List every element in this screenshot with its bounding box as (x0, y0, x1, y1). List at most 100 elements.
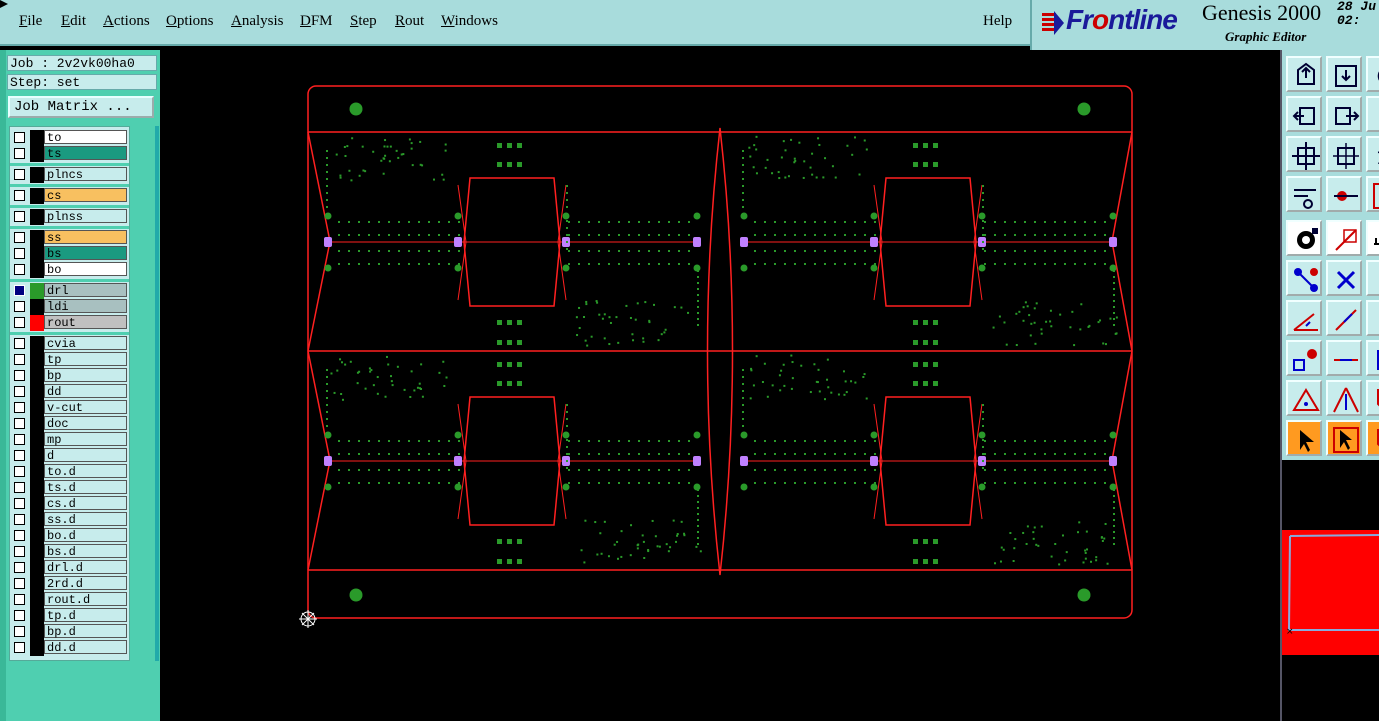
layer-name[interactable]: dd.d (44, 640, 127, 655)
layer-checkbox[interactable] (14, 232, 25, 243)
layer-checkbox[interactable] (14, 450, 25, 461)
layer-row-plnss[interactable]: plnss (10, 209, 129, 225)
edit-shape-button[interactable] (1326, 220, 1362, 256)
layer-name[interactable]: rout.d (44, 592, 127, 607)
layer-name[interactable]: drl.d (44, 560, 127, 575)
layer-name[interactable]: ts (44, 146, 127, 161)
layer-color-swatch[interactable] (30, 209, 44, 225)
layer-row-drl[interactable]: drl (10, 283, 129, 299)
shape-button[interactable] (1366, 420, 1379, 456)
pan-left-button[interactable] (1286, 96, 1322, 132)
layer-color-swatch[interactable] (30, 528, 44, 544)
layer-row-rout.d[interactable]: rout.d (10, 592, 129, 608)
layer-row-cs.d[interactable]: cs.d (10, 496, 129, 512)
layer-name[interactable]: tp.d (44, 608, 127, 623)
menu-analysis[interactable]: Analysis (231, 13, 284, 29)
layer-name[interactable]: bs.d (44, 544, 127, 559)
layer-row-drl.d[interactable]: drl.d (10, 560, 129, 576)
menu-step[interactable]: Step (350, 13, 377, 29)
route-button[interactable] (1366, 176, 1379, 212)
layer-checkbox[interactable] (14, 482, 25, 493)
layer-name[interactable]: bp (44, 368, 127, 383)
layer-name[interactable]: plnss (44, 209, 127, 224)
layer-name[interactable]: bo.d (44, 528, 127, 543)
layer-row-bp[interactable]: bp (10, 368, 129, 384)
layer-row-doc[interactable]: doc (10, 416, 129, 432)
layer-row-bo[interactable]: bo (10, 262, 129, 278)
layer-row-v-cut[interactable]: v-cut (10, 400, 129, 416)
layer-color-swatch[interactable] (30, 400, 44, 416)
pad-add-button[interactable] (1286, 340, 1322, 376)
layer-row-ldi[interactable]: ldi (10, 299, 129, 315)
layer-row-d[interactable]: d (10, 448, 129, 464)
layer-checkbox[interactable] (14, 466, 25, 477)
layer-checkbox[interactable] (14, 594, 25, 605)
layer-checkbox[interactable] (14, 434, 25, 445)
menu-actions[interactable]: Actions (103, 13, 150, 29)
layer-name[interactable]: ss.d (44, 512, 127, 527)
layer-color-swatch[interactable] (30, 230, 44, 246)
menu-rout[interactable]: Rout (395, 13, 425, 29)
layer-name[interactable]: cs (44, 188, 127, 203)
undo-button[interactable] (1366, 56, 1379, 92)
layer-checkbox[interactable] (14, 169, 25, 180)
comb-button[interactable] (1366, 220, 1379, 256)
layer-checkbox[interactable] (14, 642, 25, 653)
layer-name[interactable]: ldi (44, 299, 127, 314)
layer-name[interactable]: doc (44, 416, 127, 431)
layer-checkbox[interactable] (14, 190, 25, 201)
line-angle-button[interactable] (1286, 300, 1322, 336)
layer-row-tp[interactable]: tp (10, 352, 129, 368)
layer-row-rout[interactable]: rout (10, 315, 129, 331)
layer-checkbox[interactable] (14, 370, 25, 381)
layer-checkbox[interactable] (14, 610, 25, 621)
menu-options[interactable]: Options (166, 13, 214, 29)
layer-checkbox[interactable] (14, 132, 25, 143)
line-horizontal-button[interactable] (1326, 340, 1362, 376)
select-pad-button[interactable] (1286, 220, 1322, 256)
layer-row-mp[interactable]: mp (10, 432, 129, 448)
layer-name[interactable]: cs.d (44, 496, 127, 511)
layer-color-swatch[interactable] (30, 352, 44, 368)
layer-color-swatch[interactable] (30, 167, 44, 183)
pan-right-button[interactable] (1326, 96, 1362, 132)
layer-color-swatch[interactable] (30, 146, 44, 162)
menu-edit[interactable]: Edit (61, 13, 87, 29)
layer-name[interactable]: to.d (44, 464, 127, 479)
layer-checkbox[interactable] (14, 514, 25, 525)
peak-button[interactable] (1326, 380, 1362, 416)
layer-checkbox[interactable] (14, 148, 25, 159)
layer-color-swatch[interactable] (30, 512, 44, 528)
layer-color-swatch[interactable] (30, 384, 44, 400)
layer-row-dd[interactable]: dd (10, 384, 129, 400)
snap-button[interactable] (1326, 176, 1362, 212)
layer-checkbox[interactable] (14, 498, 25, 509)
layer-row-cvia[interactable]: cvia (10, 336, 129, 352)
layer-color-swatch[interactable] (30, 130, 44, 146)
layer-row-ts.d[interactable]: ts.d (10, 480, 129, 496)
layer-name[interactable]: ts.d (44, 480, 127, 495)
pointer-select-button[interactable] (1326, 420, 1362, 456)
layer-row-bs[interactable]: bs (10, 246, 129, 262)
layer-color-swatch[interactable] (30, 283, 44, 299)
layer-name[interactable]: dd (44, 384, 127, 399)
graphic-canvas[interactable] (160, 50, 1280, 721)
layer-color-swatch[interactable] (30, 560, 44, 576)
layer-color-swatch[interactable] (30, 188, 44, 204)
node-button[interactable] (1366, 260, 1379, 296)
menu-dfm[interactable]: DFM (300, 13, 333, 29)
layer-color-swatch[interactable] (30, 336, 44, 352)
layer-checkbox[interactable] (14, 317, 25, 328)
dimension-button[interactable] (1366, 340, 1379, 376)
layer-checkbox[interactable] (14, 546, 25, 557)
cross-button[interactable] (1326, 260, 1362, 296)
layer-checkbox[interactable] (14, 338, 25, 349)
layer-color-swatch[interactable] (30, 544, 44, 560)
layer-row-ts[interactable]: ts (10, 146, 129, 162)
layer-checkbox[interactable] (14, 264, 25, 275)
layer-color-swatch[interactable] (30, 299, 44, 315)
layer-checkbox[interactable] (14, 211, 25, 222)
layer-color-swatch[interactable] (30, 608, 44, 624)
layer-name[interactable]: mp (44, 432, 127, 447)
triangle-button[interactable] (1286, 380, 1322, 416)
